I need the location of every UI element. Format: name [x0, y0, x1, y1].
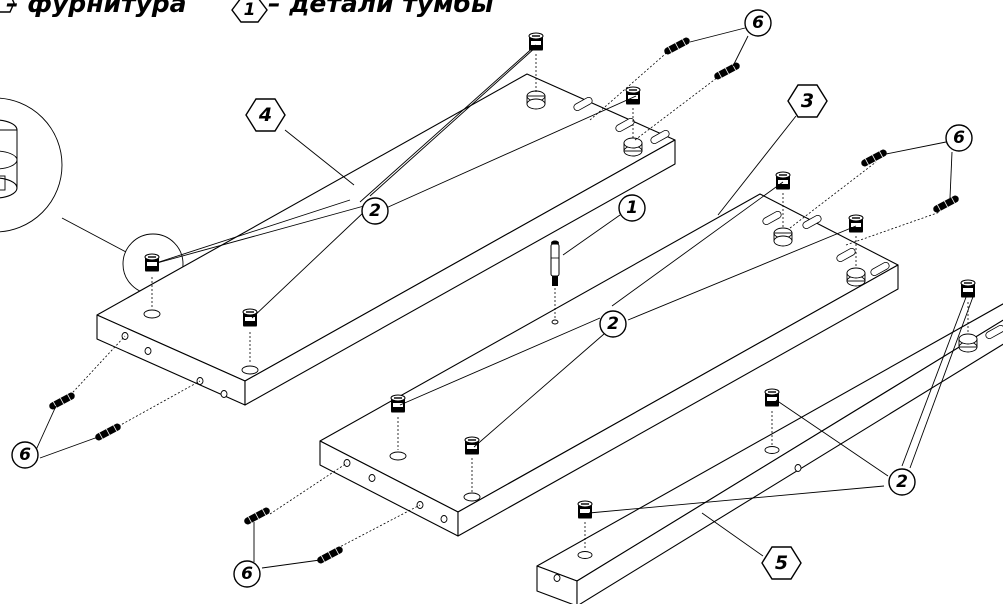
- callout-hardware-6-right: 6: [945, 124, 973, 152]
- legend-hardware-text: – фурнитура: [6, 0, 187, 18]
- legend-parts-text: – детали тумбы: [268, 0, 494, 18]
- panel-part-5: [536, 302, 1003, 604]
- legend-parts-symbol: [231, 0, 268, 23]
- callout-hardware-6-bottom: 6: [233, 560, 261, 588]
- callout-hardware-2-panel3: 2: [599, 310, 627, 338]
- callout-hardware-6-top: 6: [744, 9, 772, 37]
- legend-hardware-symbol: [0, 0, 15, 13]
- legend: – фурнитура 1 – детали тумбы: [0, 0, 494, 23]
- callout-hardware-6-left: 6: [11, 441, 39, 469]
- callout-hardware-2-panel5: 2: [888, 468, 916, 496]
- callout-part-5: 5: [761, 546, 802, 580]
- svg-text:6: 6: [241, 564, 253, 584]
- panel-part-3: [269, 161, 941, 551]
- svg-text:6: 6: [752, 13, 764, 33]
- svg-text:2: 2: [896, 472, 908, 492]
- svg-text:2: 2: [369, 201, 381, 221]
- svg-text:3: 3: [801, 90, 814, 112]
- svg-text:5: 5: [775, 552, 788, 574]
- svg-text:6: 6: [953, 128, 965, 148]
- panel-part-4: [61, 47, 723, 433]
- callout-hardware-1: 1: [618, 194, 646, 222]
- svg-text:6: 6: [19, 445, 31, 465]
- legend-parts-symbol-number: 1: [244, 0, 256, 20]
- leader-lines: [35, 27, 975, 569]
- callout-part-3: 3: [787, 84, 828, 118]
- svg-text:4: 4: [258, 104, 272, 126]
- screw-part-1: [550, 240, 560, 325]
- svg-text:1: 1: [626, 198, 638, 218]
- callout-part-4: 4: [245, 98, 286, 132]
- svg-text:2: 2: [607, 314, 619, 334]
- callout-hardware-2-panel4: 2: [361, 197, 389, 225]
